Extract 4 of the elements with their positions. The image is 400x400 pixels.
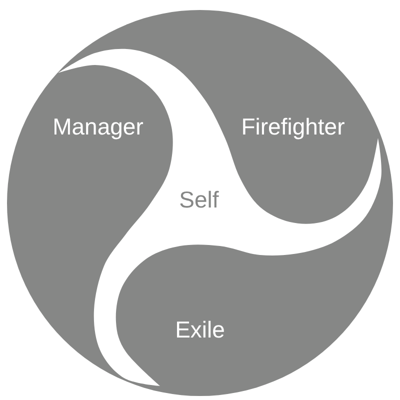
part-label: Firefighter <box>241 114 345 140</box>
part-label: Manager <box>52 114 144 140</box>
part-label: Exile <box>175 317 225 343</box>
center-label: Self <box>179 187 219 213</box>
